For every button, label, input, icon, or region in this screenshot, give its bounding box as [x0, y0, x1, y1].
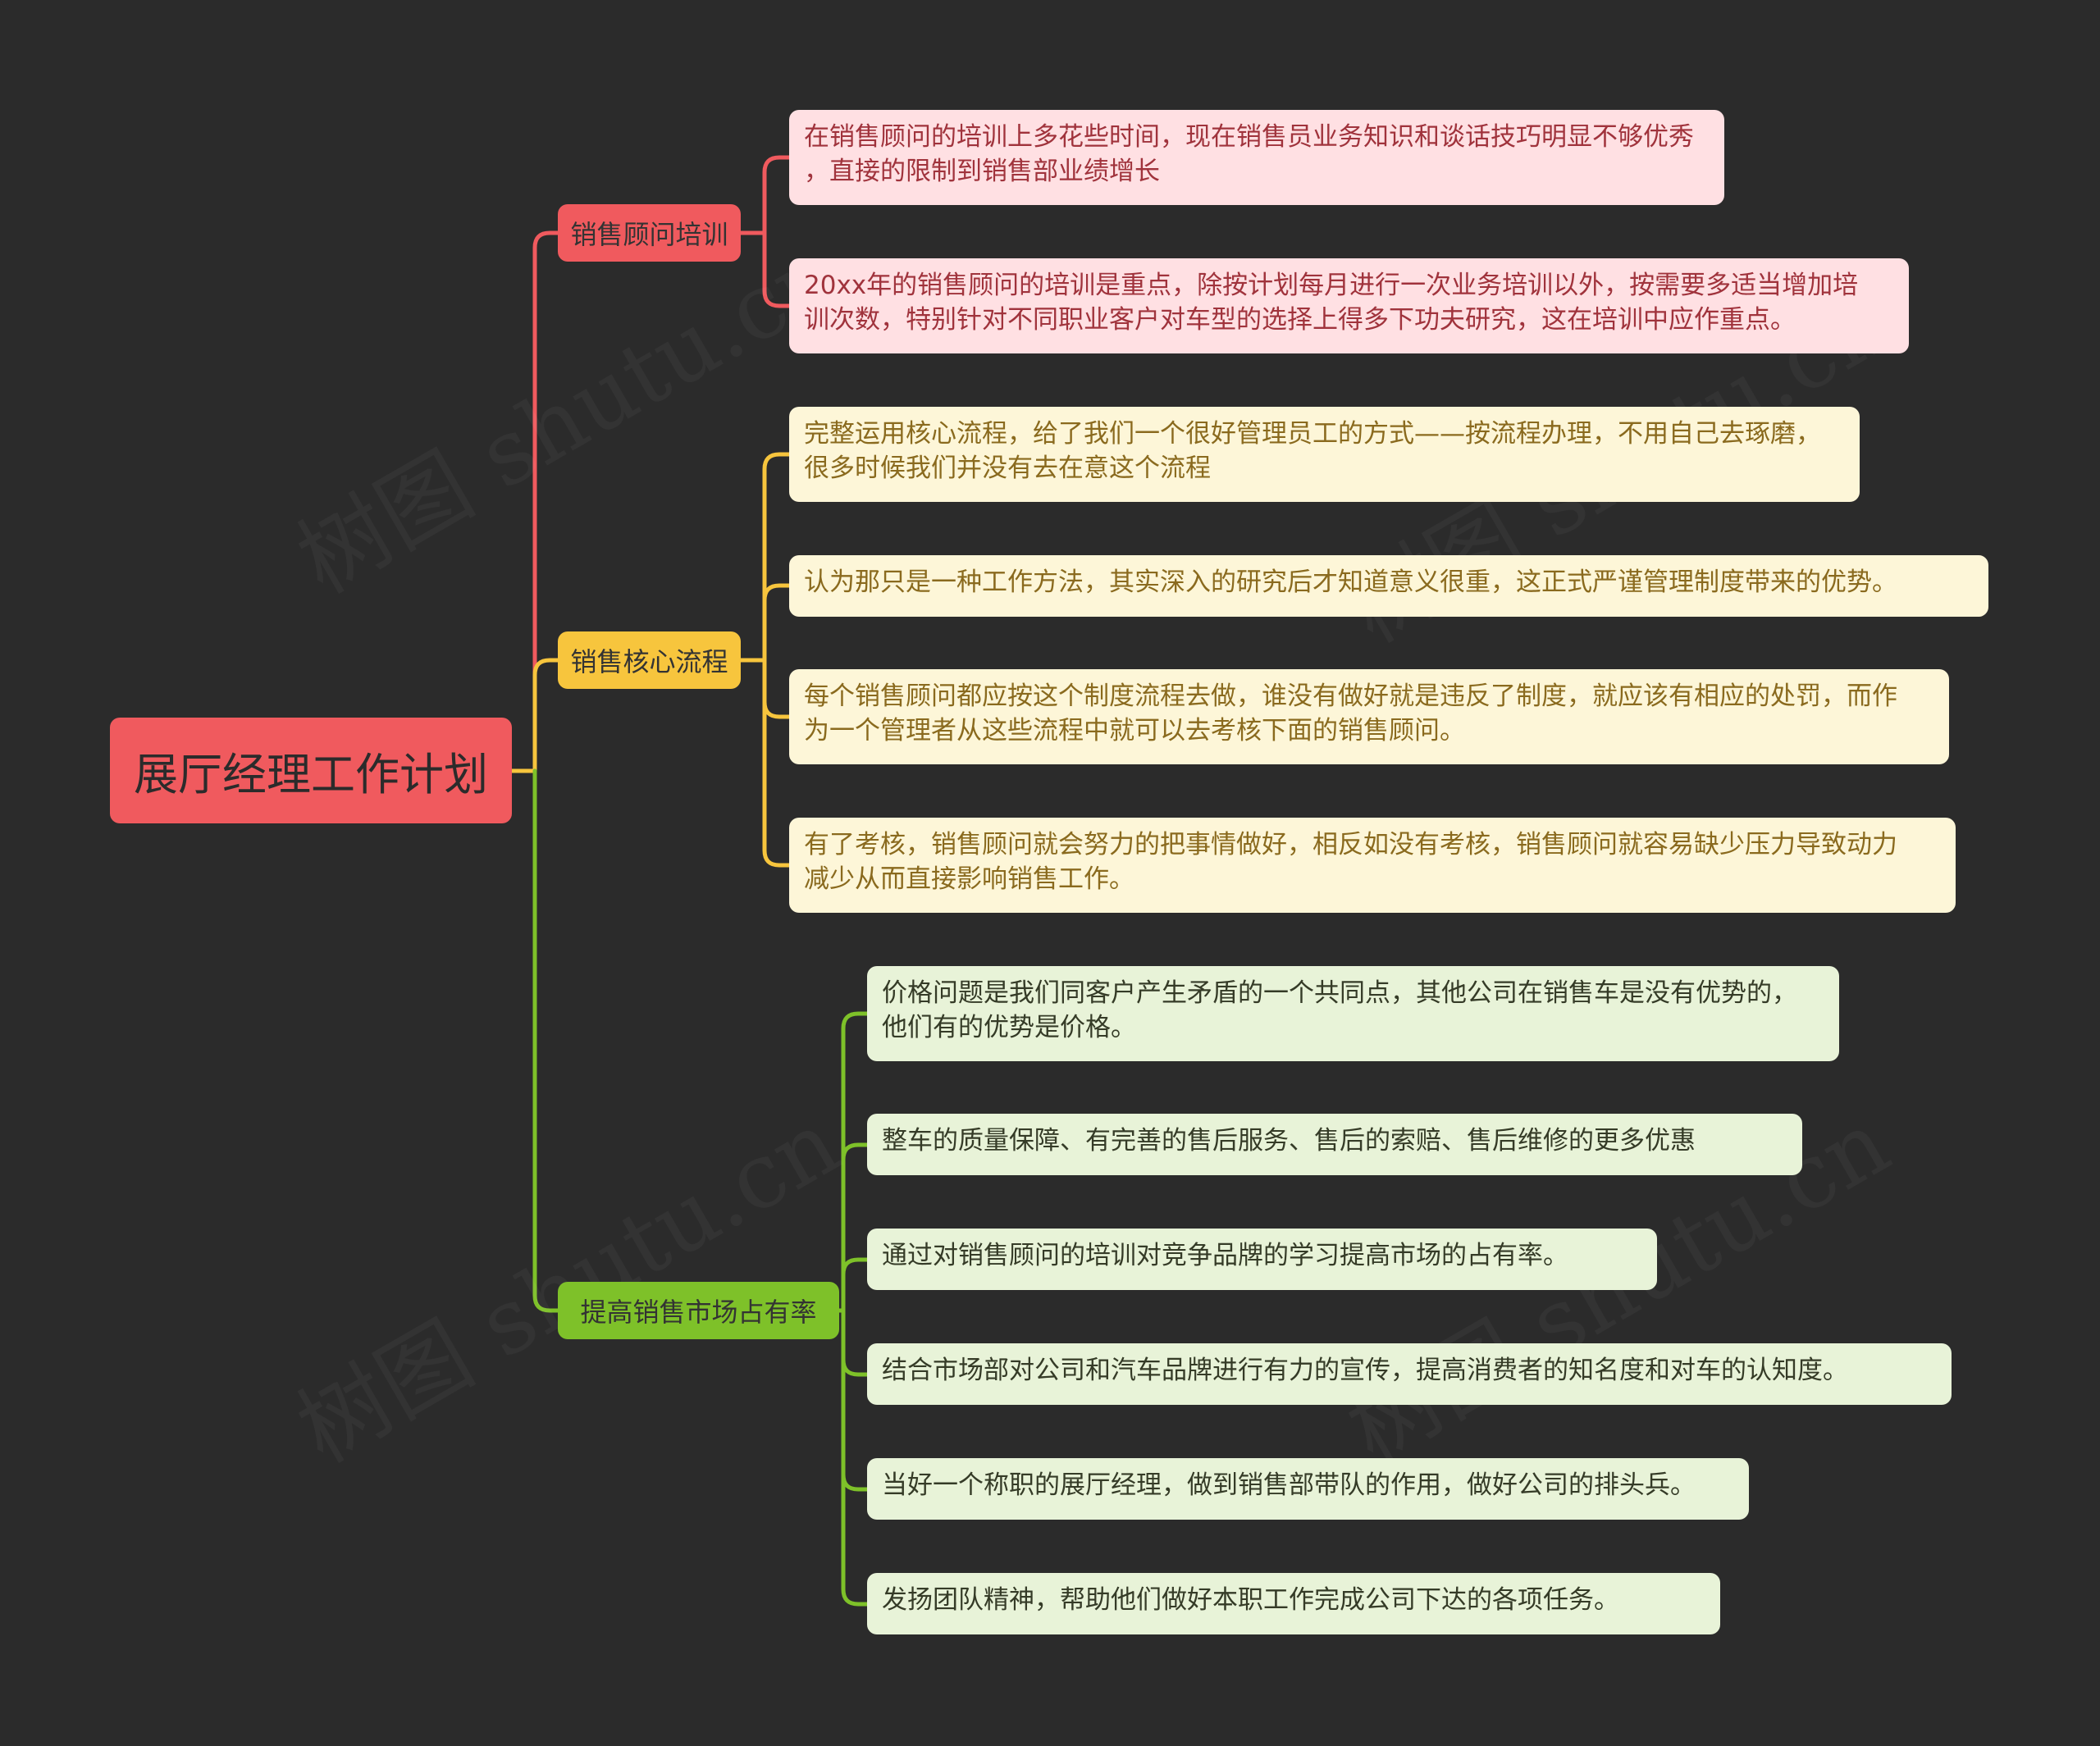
- branch-label: 销售核心流程: [570, 646, 728, 677]
- leaf-text: 20xx年的销售顾问的培训是重点，除按计划每月进行一次业务培训以外，按需要多适当…: [804, 271, 1859, 300]
- branch-sales-training[interactable]: 销售顾问培训: [558, 204, 741, 262]
- branch-connector: [532, 658, 560, 773]
- leaf-connector: [841, 1257, 870, 1313]
- leaf-market-1[interactable]: 价格问题是我们同客户产生矛盾的一个共同点，其他公司在销售车是没有优势的， 他们有…: [867, 966, 1839, 1061]
- leaf-text: 有了考核，销售顾问就会努力的把事情做好，相反如没有考核，销售顾问就容易缺少压力导…: [804, 830, 1897, 859]
- leaf-text: 整车的质量保障、有完善的售后服务、售后的索赔、售后维修的更多优惠: [882, 1126, 1696, 1156]
- leaf-connector: [841, 1308, 870, 1377]
- leaf-market-3[interactable]: 通过对销售顾问的培训对竞争品牌的学习提高市场的占有率。: [867, 1229, 1657, 1290]
- leaf-text: 他们有的优势是价格。: [882, 1013, 1136, 1042]
- leaf-process-4[interactable]: 有了考核，销售顾问就会努力的把事情做好，相反如没有考核，销售顾问就容易缺少压力导…: [789, 818, 1956, 913]
- leaf-process-1[interactable]: 完整运用核心流程，给了我们一个很好管理员工的方式——按流程办理，不用自己去琢磨，…: [789, 407, 1860, 502]
- leaf-text: 为一个管理者从这些流程中就可以去考核下面的销售顾问。: [804, 716, 1465, 745]
- branch-label: 提高销售市场占有率: [580, 1297, 817, 1328]
- leaf-text: 完整运用核心流程，给了我们一个很好管理员工的方式——按流程办理，不用自己去琢磨，: [804, 419, 1821, 449]
- branch-connector: [532, 230, 560, 773]
- branch-core-process[interactable]: 销售核心流程: [558, 631, 741, 689]
- leaf-training-1[interactable]: 在销售顾问的培训上多花些时间，现在销售员业务知识和谈话技巧明显不够优秀 ，直接的…: [789, 110, 1724, 205]
- leaf-connector: [762, 452, 792, 663]
- leaf-connector: [841, 1308, 870, 1607]
- leaf-text: 当好一个称职的展厅经理，做到销售部带队的作用，做好公司的排头兵。: [882, 1470, 1696, 1500]
- leaf-connector: [762, 155, 792, 235]
- leaf-connector: [841, 1011, 870, 1313]
- leaf-connector: [762, 658, 792, 868]
- leaf-training-2[interactable]: 20xx年的销售顾问的培训是重点，除按计划每月进行一次业务培训以外，按需要多适当…: [789, 258, 1909, 353]
- leaf-connector: [762, 230, 792, 308]
- leaf-market-4[interactable]: 结合市场部对公司和汽车品牌进行有力的宣传，提高消费者的知名度和对车的认知度。: [867, 1343, 1952, 1405]
- leaf-text: 结合市场部对公司和汽车品牌进行有力的宣传，提高消费者的知名度和对车的认知度。: [882, 1356, 1848, 1385]
- leaf-text: 通过对销售顾问的培训对竞争品牌的学习提高市场的占有率。: [882, 1241, 1568, 1270]
- root-node[interactable]: 展厅经理工作计划: [110, 718, 512, 823]
- leaf-text: 很多时候我们并没有去在意这个流程: [804, 454, 1211, 483]
- leaf-market-5[interactable]: 当好一个称职的展厅经理，做到销售部带队的作用，做好公司的排头兵。: [867, 1458, 1749, 1520]
- branch-connector: [532, 768, 560, 1313]
- leaf-connector: [762, 583, 792, 663]
- leaf-text: 每个销售顾问都应按这个制度流程去做，谁没有做好就是违反了制度，就应该有相应的处罚…: [804, 682, 1897, 711]
- root-label: 展厅经理工作计划: [134, 749, 488, 800]
- leaf-process-2[interactable]: 认为那只是一种工作方法，其实深入的研究后才知道意义很重，这正式严谨管理制度带来的…: [789, 555, 1988, 617]
- leaf-text: 价格问题是我们同客户产生矛盾的一个共同点，其他公司在销售车是没有优势的，: [882, 978, 1797, 1008]
- leaf-connector: [841, 1308, 870, 1492]
- leaf-text: 训次数，特别针对不同职业客户对车型的选择上得多下功夫研究，这在培训中应作重点。: [804, 305, 1796, 335]
- leaf-connector: [762, 658, 792, 719]
- leaf-process-3[interactable]: 每个销售顾问都应按这个制度流程去做，谁没有做好就是违反了制度，就应该有相应的处罚…: [789, 669, 1949, 764]
- leaf-text: 减少从而直接影响销售工作。: [804, 864, 1134, 894]
- branch-market-share[interactable]: 提高销售市场占有率: [558, 1282, 839, 1339]
- branch-label: 销售顾问培训: [570, 219, 728, 250]
- leaf-market-6[interactable]: 发扬团队精神，帮助他们做好本职工作完成公司下达的各项任务。: [867, 1573, 1720, 1634]
- leaf-market-2[interactable]: 整车的质量保障、有完善的售后服务、售后的索赔、售后维修的更多优惠: [867, 1114, 1802, 1175]
- leaf-text: 在销售顾问的培训上多花些时间，现在销售员业务知识和谈话技巧明显不够优秀: [804, 122, 1694, 152]
- leaf-text: 认为那只是一种工作方法，其实深入的研究后才知道意义很重，这正式严谨管理制度带来的…: [804, 568, 1897, 597]
- leaf-text: ，直接的限制到销售部业绩增长: [804, 157, 1160, 186]
- leaf-connector: [841, 1142, 870, 1313]
- leaf-text: 发扬团队精神，帮助他们做好本职工作完成公司下达的各项任务。: [882, 1585, 1619, 1615]
